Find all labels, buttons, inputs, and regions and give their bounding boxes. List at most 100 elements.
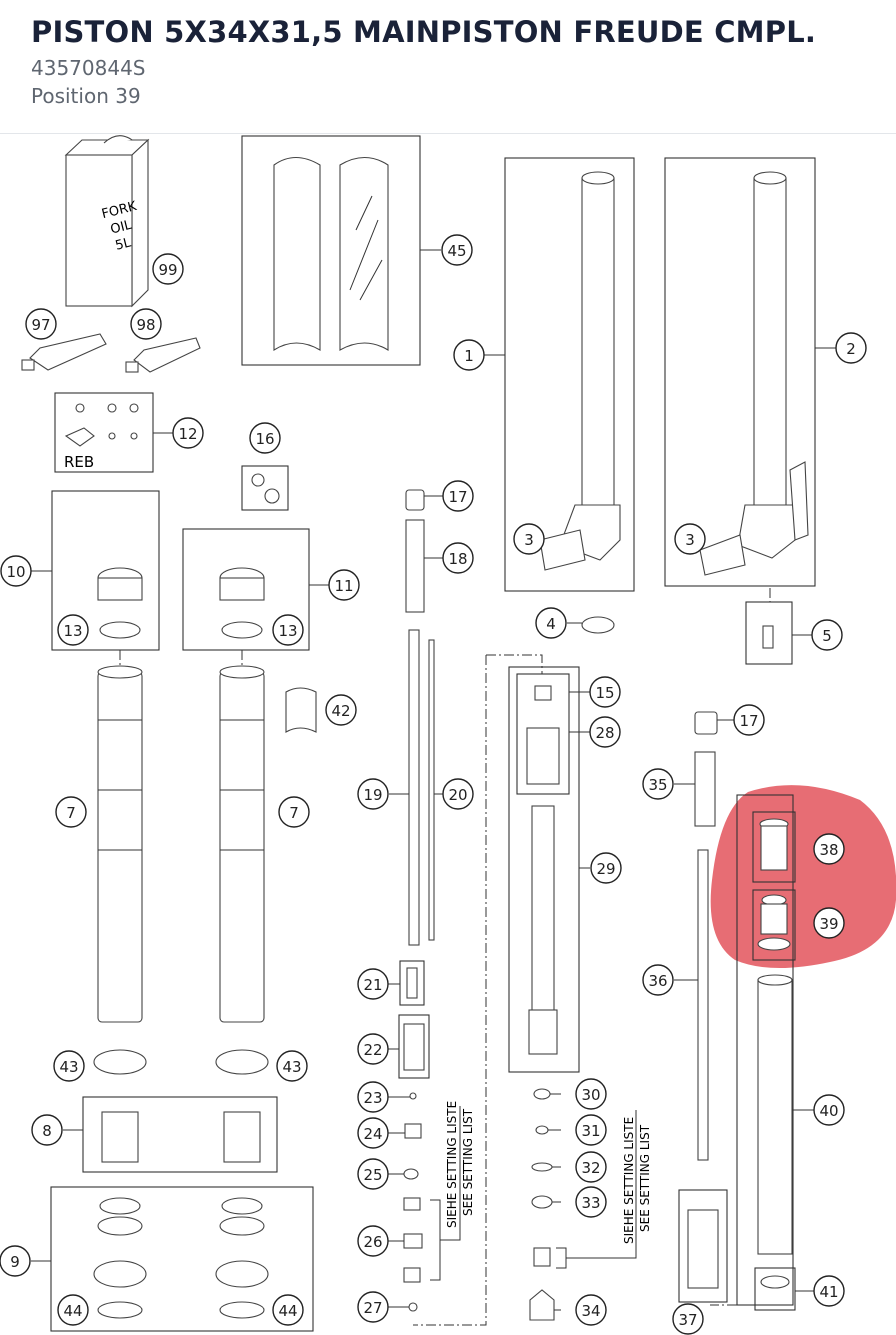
callout-2[interactable]: 2 — [835, 332, 867, 364]
callout-circle[interactable] — [811, 619, 843, 651]
callout-21[interactable]: 21 — [357, 968, 389, 1000]
callout-circle[interactable] — [813, 833, 845, 865]
callout-44[interactable]: 44 — [57, 1294, 89, 1326]
callout-circle[interactable] — [642, 768, 674, 800]
callout-12[interactable]: 12 — [172, 417, 204, 449]
callout-circle[interactable] — [357, 1225, 389, 1257]
callout-circle[interactable] — [442, 480, 474, 512]
callout-circle[interactable] — [25, 308, 57, 340]
callout-9[interactable]: 9 — [0, 1245, 31, 1277]
callout-circle[interactable] — [672, 1303, 704, 1335]
callout-41[interactable]: 41 — [813, 1275, 845, 1307]
callout-45[interactable]: 45 — [441, 234, 473, 266]
callout-29[interactable]: 29 — [590, 852, 622, 884]
callout-7[interactable]: 7 — [55, 796, 87, 828]
callout-99[interactable]: 99 — [152, 253, 184, 285]
callout-circle[interactable] — [441, 234, 473, 266]
callout-circle[interactable] — [513, 523, 545, 555]
callout-circle[interactable] — [589, 676, 621, 708]
callout-34[interactable]: 34 — [575, 1294, 607, 1326]
callout-circle[interactable] — [272, 614, 304, 646]
callout-circle[interactable] — [535, 607, 567, 639]
callout-1[interactable]: 1 — [453, 339, 485, 371]
callout-24[interactable]: 24 — [357, 1117, 389, 1149]
callout-37[interactable]: 37 — [672, 1303, 704, 1335]
callout-circle[interactable] — [152, 253, 184, 285]
callout-30[interactable]: 30 — [575, 1078, 607, 1110]
callout-18[interactable]: 18 — [442, 542, 474, 574]
callout-circle[interactable] — [357, 1081, 389, 1113]
callout-circle[interactable] — [357, 778, 389, 810]
callout-23[interactable]: 23 — [357, 1081, 389, 1113]
callout-circle[interactable] — [357, 1291, 389, 1323]
callout-circle[interactable] — [575, 1078, 607, 1110]
callout-26[interactable]: 26 — [357, 1225, 389, 1257]
callout-36[interactable]: 36 — [642, 964, 674, 996]
callout-circle[interactable] — [589, 716, 621, 748]
callout-33[interactable]: 33 — [575, 1186, 607, 1218]
callout-circle[interactable] — [813, 907, 845, 939]
callout-39[interactable]: 39 — [813, 907, 845, 939]
callout-7[interactable]: 7 — [278, 796, 310, 828]
callout-3[interactable]: 3 — [674, 523, 706, 555]
callout-circle[interactable] — [835, 332, 867, 364]
callout-circle[interactable] — [575, 1151, 607, 1183]
callout-circle[interactable] — [272, 1294, 304, 1326]
callout-4[interactable]: 4 — [535, 607, 567, 639]
callout-3[interactable]: 3 — [513, 523, 545, 555]
callout-20[interactable]: 20 — [442, 778, 474, 810]
callout-16[interactable]: 16 — [249, 422, 281, 454]
callout-25[interactable]: 25 — [357, 1158, 389, 1190]
callout-31[interactable]: 31 — [575, 1114, 607, 1146]
callout-38[interactable]: 38 — [813, 833, 845, 865]
callout-43[interactable]: 43 — [276, 1050, 308, 1082]
callout-circle[interactable] — [813, 1094, 845, 1126]
callout-circle[interactable] — [53, 1050, 85, 1082]
callout-circle[interactable] — [55, 796, 87, 828]
callout-42[interactable]: 42 — [325, 694, 357, 726]
callout-circle[interactable] — [249, 422, 281, 454]
callout-40[interactable]: 40 — [813, 1094, 845, 1126]
callout-circle[interactable] — [813, 1275, 845, 1307]
callout-circle[interactable] — [357, 1158, 389, 1190]
callout-circle[interactable] — [276, 1050, 308, 1082]
callout-circle[interactable] — [357, 1117, 389, 1149]
callout-circle[interactable] — [590, 852, 622, 884]
callout-circle[interactable] — [328, 569, 360, 601]
callout-8[interactable]: 8 — [31, 1114, 63, 1146]
callout-35[interactable]: 35 — [642, 768, 674, 800]
callout-circle[interactable] — [575, 1186, 607, 1218]
callout-circle[interactable] — [325, 694, 357, 726]
callout-circle[interactable] — [0, 1245, 31, 1277]
callout-circle[interactable] — [442, 542, 474, 574]
callout-circle[interactable] — [357, 1033, 389, 1065]
callout-5[interactable]: 5 — [811, 619, 843, 651]
callout-circle[interactable] — [130, 308, 162, 340]
callout-10[interactable]: 10 — [0, 555, 32, 587]
callout-circle[interactable] — [172, 417, 204, 449]
callout-circle[interactable] — [674, 523, 706, 555]
callout-circle[interactable] — [57, 614, 89, 646]
callout-19[interactable]: 19 — [357, 778, 389, 810]
callout-28[interactable]: 28 — [589, 716, 621, 748]
callout-circle[interactable] — [357, 968, 389, 1000]
callout-11[interactable]: 11 — [328, 569, 360, 601]
callout-circle[interactable] — [575, 1294, 607, 1326]
callout-13[interactable]: 13 — [272, 614, 304, 646]
callout-97[interactable]: 97 — [25, 308, 57, 340]
callout-circle[interactable] — [453, 339, 485, 371]
callout-circle[interactable] — [733, 704, 765, 736]
callout-circle[interactable] — [0, 555, 32, 587]
callout-98[interactable]: 98 — [130, 308, 162, 340]
callout-circle[interactable] — [442, 778, 474, 810]
callout-43[interactable]: 43 — [53, 1050, 85, 1082]
callout-17[interactable]: 17 — [733, 704, 765, 736]
callout-32[interactable]: 32 — [575, 1151, 607, 1183]
callout-circle[interactable] — [31, 1114, 63, 1146]
callout-circle[interactable] — [278, 796, 310, 828]
callout-44[interactable]: 44 — [272, 1294, 304, 1326]
callout-22[interactable]: 22 — [357, 1033, 389, 1065]
callout-circle[interactable] — [575, 1114, 607, 1146]
callout-15[interactable]: 15 — [589, 676, 621, 708]
callout-circle[interactable] — [57, 1294, 89, 1326]
